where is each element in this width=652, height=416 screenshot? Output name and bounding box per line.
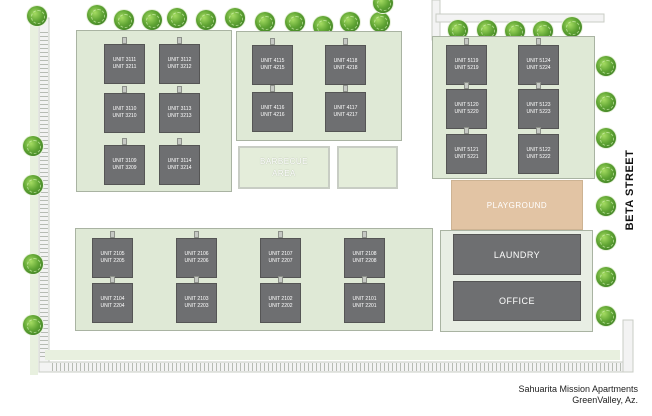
tree-icon bbox=[370, 12, 390, 32]
stair-marker bbox=[362, 231, 367, 238]
tree-icon bbox=[596, 92, 616, 112]
stair-marker bbox=[464, 82, 469, 89]
stair-marker bbox=[278, 276, 283, 283]
tree-icon bbox=[596, 163, 616, 183]
stair-marker bbox=[194, 231, 199, 238]
stair-marker bbox=[177, 86, 182, 93]
tree-icon bbox=[340, 12, 360, 32]
tree-icon bbox=[142, 10, 162, 30]
stair-marker bbox=[122, 138, 127, 145]
stair-marker bbox=[270, 38, 275, 45]
street-label: BETA STREET bbox=[616, 149, 644, 231]
laundry-label: LAUNDRY bbox=[493, 249, 541, 260]
stair-marker bbox=[536, 82, 541, 89]
tree-icon bbox=[114, 10, 134, 30]
tree-icon bbox=[373, 0, 393, 13]
stair-marker bbox=[110, 276, 115, 283]
tree-icon bbox=[23, 175, 43, 195]
tree-icon bbox=[596, 56, 616, 76]
map-caption: Sahuarita Mission Apartments GreenValley… bbox=[518, 384, 638, 406]
caption-title: Sahuarita Mission Apartments bbox=[518, 384, 638, 394]
stair-marker bbox=[122, 37, 127, 44]
barbecue-label: BARBECUE AREA bbox=[259, 156, 308, 178]
tree-icon bbox=[87, 5, 107, 25]
street-label-text: BETA STREET bbox=[624, 149, 636, 231]
caption-location: GreenValley, Az. bbox=[572, 395, 638, 405]
tree-icon bbox=[285, 12, 305, 32]
stair-marker bbox=[536, 127, 541, 134]
tree-icon bbox=[23, 315, 43, 335]
stair-marker bbox=[270, 85, 275, 92]
office-label: OFFICE bbox=[499, 296, 535, 306]
tree-icon bbox=[596, 196, 616, 216]
lawn-pad bbox=[337, 146, 398, 189]
tree-icon bbox=[596, 230, 616, 250]
tree-icon bbox=[167, 8, 187, 28]
stair-marker bbox=[536, 38, 541, 45]
tree-icon bbox=[596, 128, 616, 148]
stair-marker bbox=[194, 276, 199, 283]
stair-marker bbox=[110, 231, 115, 238]
office-building: OFFICE bbox=[453, 281, 581, 321]
building-3100-lot bbox=[76, 30, 232, 192]
stair-marker bbox=[177, 37, 182, 44]
tree-icon bbox=[596, 306, 616, 326]
tree-icon bbox=[225, 8, 245, 28]
stair-marker bbox=[122, 86, 127, 93]
tree-icon bbox=[562, 17, 582, 37]
stair-marker bbox=[464, 38, 469, 45]
tree-icon bbox=[196, 10, 216, 30]
stair-marker bbox=[278, 231, 283, 238]
stair-marker bbox=[464, 127, 469, 134]
tree-icon bbox=[27, 6, 47, 26]
barbecue-area: BARBECUE AREA bbox=[238, 146, 330, 189]
laundry-building: LAUNDRY bbox=[453, 234, 581, 275]
tree-icon bbox=[23, 254, 43, 274]
tree-icon bbox=[596, 267, 616, 287]
stair-marker bbox=[343, 85, 348, 92]
playground-area: PLAYGROUND bbox=[451, 180, 583, 230]
stair-marker bbox=[362, 276, 367, 283]
stair-marker bbox=[177, 138, 182, 145]
stair-marker bbox=[343, 38, 348, 45]
tree-icon bbox=[23, 136, 43, 156]
tree-icon bbox=[255, 12, 275, 32]
playground-label: PLAYGROUND bbox=[486, 200, 548, 210]
